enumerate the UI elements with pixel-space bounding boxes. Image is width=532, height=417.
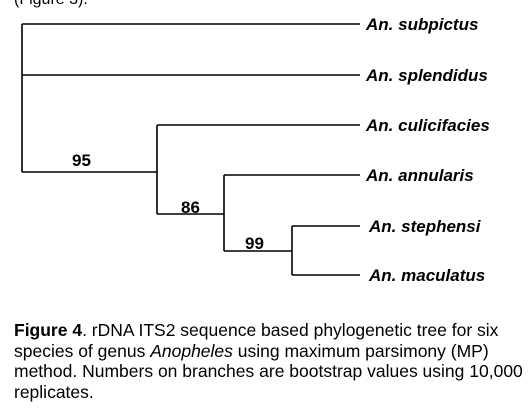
taxon-label-annularis: An. annularis [365, 166, 474, 185]
figure-caption: Figure 4. rDNA ITS2 sequence based phylo… [14, 320, 530, 402]
taxon-species-name: annularis [398, 166, 474, 185]
taxon-species-name: subpictus [398, 15, 478, 34]
taxon-genus-abbrev: An. [365, 66, 393, 85]
taxon-species-name: splendidus [398, 66, 488, 85]
taxon-label-splendidus: An. splendidus [365, 66, 488, 85]
taxon-species-name: stephensi [401, 217, 482, 236]
bootstrap-value-95: 95 [72, 151, 91, 170]
caption-genus: Anopheles [150, 340, 233, 361]
top-text-fragment: (Figure 3). [14, 0, 88, 8]
taxon-genus-abbrev: An. [365, 116, 393, 135]
taxon-label-subpictus: An. subpictus [365, 15, 478, 34]
bootstrap-value-99: 99 [245, 234, 264, 253]
caption-text-part2: using maximum parsimony (MP) method. Num… [14, 340, 523, 402]
taxon-genus-abbrev: An. [365, 166, 393, 185]
taxon-label-culicifacies: An. culicifacies [365, 116, 490, 135]
taxon-label-stephensi: An. stephensi [368, 217, 482, 236]
phylogenetic-tree: (Figure 3). 95 86 99 An. subpictus An. s… [14, 0, 490, 285]
figure-label: Figure 4 [14, 320, 83, 340]
taxon-species-name: maculatus [401, 266, 485, 285]
taxon-species-name: culicifacies [398, 116, 490, 135]
caption-text-part1: . rDNA ITS2 sequence based phylogenetic … [14, 320, 499, 361]
taxon-genus-abbrev: An. [368, 217, 396, 236]
taxon-genus-abbrev: An. [368, 266, 396, 285]
bootstrap-value-86: 86 [181, 198, 200, 217]
taxon-label-maculatus: An. maculatus [368, 266, 485, 285]
taxon-genus-abbrev: An. [365, 15, 393, 34]
